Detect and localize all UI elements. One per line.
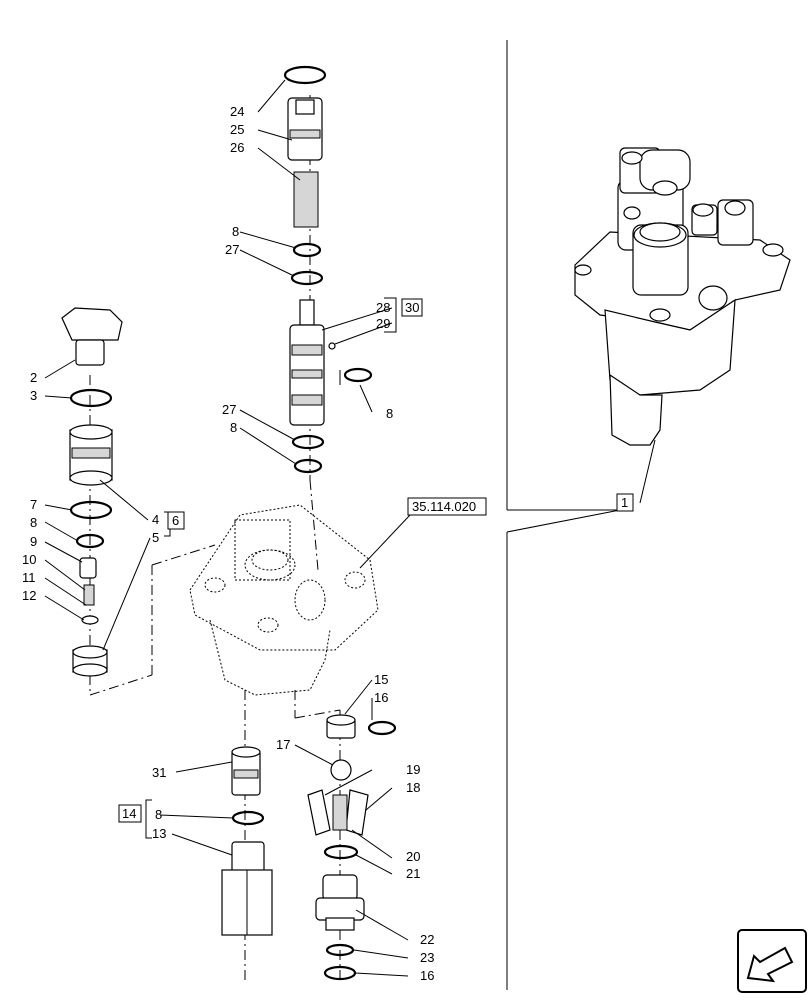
label-10: 10 <box>22 552 36 567</box>
boxed-label-30: 30 <box>401 298 423 317</box>
part-plug-15 <box>326 714 356 739</box>
label-7: 7 <box>30 497 37 512</box>
label-9: 9 <box>30 534 37 549</box>
group-brackets <box>145 297 397 839</box>
o-ring-24 <box>283 65 327 85</box>
label-31: 31 <box>152 765 166 780</box>
reference-box[interactable]: 35.114.020 <box>407 497 487 516</box>
part-valve-9 <box>79 557 97 579</box>
label-8-b: 8 <box>386 406 393 421</box>
callout-labels: 24 25 26 8 27 28 29 8 27 8 2 3 7 8 9 10 … <box>22 104 434 983</box>
boxed-label-6: 6 <box>167 511 185 530</box>
part-sleeve-31 <box>231 746 261 796</box>
part-valve-22 <box>315 874 365 931</box>
o-ring-7 <box>69 500 113 520</box>
o-ring-21 <box>323 844 359 860</box>
label-17: 17 <box>276 737 290 752</box>
part-cap-25 <box>287 97 323 161</box>
label-11: 11 <box>22 570 36 585</box>
label-24: 24 <box>230 104 244 119</box>
label-15: 15 <box>374 672 388 687</box>
part-fitting-13 <box>221 841 273 936</box>
part-spring-19 <box>332 794 348 831</box>
label-16-b: 16 <box>420 968 434 983</box>
label-8-a: 8 <box>232 224 239 239</box>
o-ring-16-top <box>367 720 397 736</box>
o-ring-23 <box>325 943 355 957</box>
assembled-pump <box>574 147 791 446</box>
svg-text:30: 30 <box>405 300 419 315</box>
label-5: 5 <box>152 530 159 545</box>
o-ring-8-mid <box>293 458 323 474</box>
label-20: 20 <box>406 849 420 864</box>
part-ball-29 <box>328 342 336 350</box>
o-ring-8-right <box>343 367 373 383</box>
svg-text:14: 14 <box>122 806 136 821</box>
svg-text:6: 6 <box>172 513 179 528</box>
label-12: 12 <box>22 588 36 603</box>
part-sleeve-4 <box>69 424 113 486</box>
label-26: 26 <box>230 140 244 155</box>
label-27-b: 27 <box>222 402 236 417</box>
leader-lines <box>44 79 656 977</box>
part-spring-11 <box>83 584 95 606</box>
svg-text:1: 1 <box>621 495 628 510</box>
divider-lines <box>506 40 621 990</box>
o-ring-3 <box>69 388 113 408</box>
label-8-c: 8 <box>230 420 237 435</box>
label-16-a: 16 <box>374 690 388 705</box>
reference-label: 35.114.020 <box>412 499 476 514</box>
label-18: 18 <box>406 780 420 795</box>
label-19: 19 <box>406 762 420 777</box>
o-ring-8-lower <box>231 810 265 826</box>
label-28: 28 <box>376 300 390 315</box>
o-ring-27-top <box>290 270 324 286</box>
label-25: 25 <box>230 122 244 137</box>
label-23: 23 <box>420 950 434 965</box>
label-21: 21 <box>406 866 420 881</box>
pump-housing <box>189 504 379 696</box>
o-ring-8-top <box>292 242 322 258</box>
boxed-label-1: 1 <box>616 493 634 512</box>
part-seat-5 <box>72 645 108 677</box>
part-spring-26 <box>293 171 319 228</box>
part-spool-28 <box>289 299 325 426</box>
label-2: 2 <box>30 370 37 385</box>
arrow-nav-icon[interactable] <box>737 929 807 993</box>
label-22: 22 <box>420 932 434 947</box>
o-ring-27-bottom <box>291 434 325 450</box>
part-plug-2 <box>61 307 123 366</box>
label-8-d: 8 <box>30 515 37 530</box>
label-29: 29 <box>376 316 390 331</box>
part-ball-17 <box>330 759 352 781</box>
label-3: 3 <box>30 388 37 403</box>
label-8-e: 8 <box>155 807 162 822</box>
boxed-label-14: 14 <box>118 804 142 823</box>
label-4: 4 <box>152 512 159 527</box>
label-27-a: 27 <box>225 242 239 257</box>
part-washer-12 <box>81 615 99 625</box>
label-13: 13 <box>152 826 166 841</box>
centerlines <box>89 95 341 980</box>
